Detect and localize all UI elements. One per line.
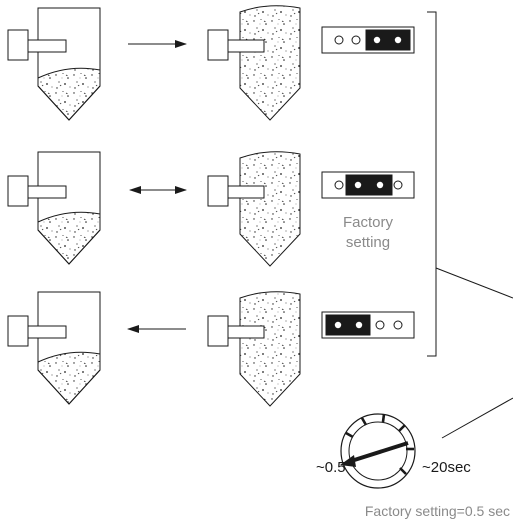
- jumper-left-pair: [321, 311, 415, 339]
- hopper-full: [207, 151, 301, 267]
- hopper-full: [207, 291, 301, 407]
- factory-setting-label-line1: Factory: [343, 214, 394, 231]
- hopper-low-level: [7, 151, 101, 265]
- row-3: [7, 291, 415, 407]
- factory-setting-label-line2: setting: [346, 234, 390, 251]
- jumper-group-bracket: [427, 11, 513, 439]
- dial-min-label: ~0.5: [316, 459, 346, 476]
- dial-max-label: ~20sec: [422, 459, 471, 476]
- dial-tick-marks: [345, 413, 414, 475]
- hopper-full: [207, 5, 301, 121]
- hopper-low-level: [7, 291, 101, 405]
- hopper-low-level: [7, 7, 101, 121]
- jumper-right-pair: [321, 26, 415, 54]
- row-2: [7, 151, 415, 267]
- delay-dial: [340, 413, 416, 489]
- dial-pointer-arrow-icon: [340, 441, 409, 467]
- jumper-middle-pair: [321, 171, 415, 199]
- row-1: [7, 5, 415, 121]
- dial-factory-setting-caption: Factory setting=0.5 sec: [365, 503, 510, 519]
